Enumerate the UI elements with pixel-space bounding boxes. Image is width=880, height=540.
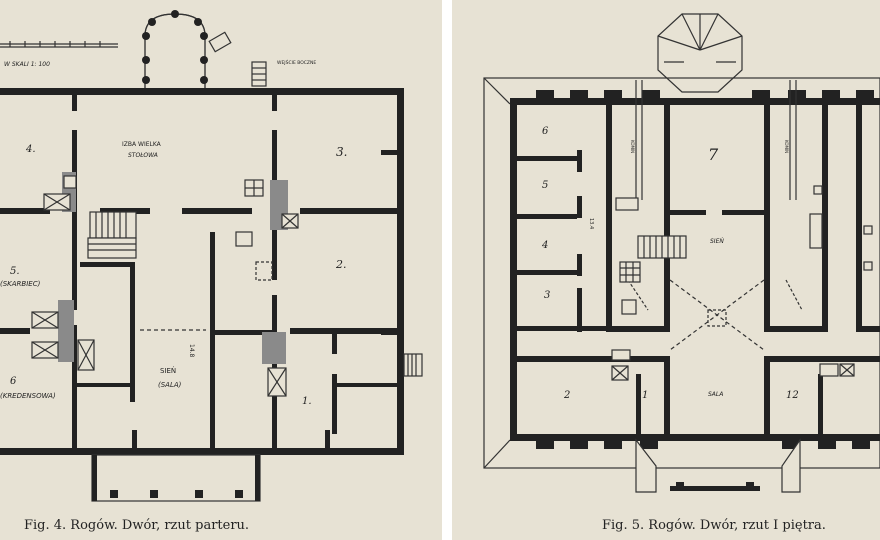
stair	[637, 235, 687, 259]
first-floor-plan-panel: 7 6 5 4 3 2 1 12 SIEŃ SALA KOMIN KOMIN 1…	[452, 0, 880, 540]
izba-subtitle: STOŁOWA	[128, 152, 158, 159]
interior-walls	[517, 105, 880, 440]
room-2-label: 2.	[335, 258, 347, 271]
figure-4-caption: Fig. 4. Rogów. Dwór, rzut parteru.	[24, 518, 250, 533]
sala-label: SALA	[708, 391, 723, 398]
room-7-label: 7	[708, 145, 719, 164]
first-floor-plan: 7 6 5 4 3 2 1 12 SIEŃ SALA KOMIN KOMIN 1…	[483, 13, 880, 493]
dimension-label: 14.8	[188, 344, 195, 358]
roof-outline	[483, 77, 880, 469]
roof-lantern	[657, 13, 743, 93]
flues	[627, 80, 803, 311]
flue-label-right: KOMIN	[784, 140, 789, 153]
front-terrace	[91, 454, 261, 502]
porch	[142, 10, 232, 88]
room-6-label: 6	[10, 376, 17, 387]
room-5-sub: (SKARBIEC)	[0, 280, 41, 288]
room-1-label: 1	[642, 390, 648, 401]
izba-title: IZBA WIELKA	[122, 141, 162, 148]
room-3-label: 3	[544, 290, 550, 301]
side-stair	[251, 61, 267, 87]
room-6-label: 6	[542, 126, 549, 137]
outer-walls	[0, 88, 404, 455]
sien-label: SIEŃ	[160, 366, 176, 375]
room-2-label: 2	[563, 390, 570, 401]
stoves	[31, 172, 299, 397]
room-5-label: 5	[542, 180, 548, 191]
room-5-label: 5.	[10, 266, 20, 277]
room-4-label: 4.	[25, 144, 36, 155]
figure-5-caption: Fig. 5. Rogów. Dwór, rzut I piętra.	[602, 518, 826, 533]
right-entrance-stair	[403, 353, 423, 377]
flue-label-left: KOMIN	[630, 140, 635, 153]
interior-walls	[0, 130, 397, 448]
room-4-label: 4	[541, 240, 548, 251]
ground-floor-plan: W SKALI 1: 100 WEJŚCIE BOCZNE	[0, 10, 423, 502]
room-3-label: 3.	[336, 145, 347, 159]
room-12-label: 12	[786, 390, 799, 401]
ground-floor-plan-panel: W SKALI 1: 100 WEJŚCIE BOCZNE	[0, 0, 442, 540]
window-markers	[72, 95, 397, 448]
dimension-label: 13.4	[588, 218, 594, 229]
sien-label: SIEŃ	[710, 238, 724, 245]
side-entrance-note: WEJŚCIE BOCZNE	[277, 59, 316, 66]
outer-walls	[510, 90, 880, 449]
room-1-label: 1.	[302, 396, 312, 407]
room-6-sub: (KREDENSOWA)	[0, 392, 56, 400]
scale-bar	[0, 41, 118, 48]
fixtures	[611, 185, 873, 381]
sala-label: (SALA)	[158, 381, 182, 389]
scale-label: W SKALI 1: 100	[4, 61, 50, 68]
vault-lines	[669, 279, 765, 351]
front-bays	[635, 438, 801, 493]
main-stair	[87, 211, 137, 259]
